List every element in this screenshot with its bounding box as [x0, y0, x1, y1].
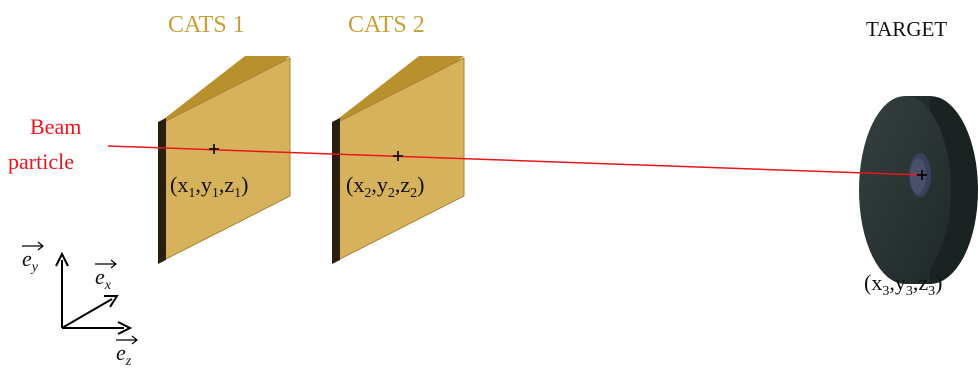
axis-triad	[55, 251, 133, 335]
svg-text:ez: ez	[116, 340, 132, 369]
axis-y-arrowhead	[55, 251, 69, 267]
coord-label-2: (x2,y2,z2)	[346, 172, 424, 201]
target-hole	[910, 158, 926, 194]
cats2-side-edge	[332, 118, 340, 264]
coord-label-3: (x3,y3,z3)	[864, 270, 942, 299]
svg-text:ey: ey	[22, 246, 39, 275]
hit-marker-1	[209, 144, 219, 154]
cats2-top-edge	[334, 56, 464, 122]
axis-label-ey: ey	[22, 241, 44, 275]
cats1-detector	[158, 56, 291, 264]
hit-marker-3	[917, 170, 927, 180]
axis-label-ez: ez	[116, 335, 138, 369]
cats1-title: CATS 1	[168, 12, 245, 38]
cats1-side-edge	[158, 118, 166, 264]
cats2-title: CATS 2	[348, 12, 425, 38]
target-front-face	[859, 96, 951, 284]
target-title: TARGET	[866, 17, 947, 41]
beam-label-line2: particle	[8, 149, 74, 174]
svg-text:ex: ex	[95, 264, 112, 293]
axis-z-arrowhead	[117, 321, 133, 335]
cats2-detector	[332, 56, 465, 264]
hit-marker-2	[393, 151, 403, 161]
beam-trajectory	[107, 145, 922, 176]
axis-x-arrowhead	[104, 295, 119, 308]
coord-label-1: (x1,y1,z1)	[170, 172, 248, 201]
cats1-top-edge	[160, 56, 290, 122]
beam-label-line1: Beam	[30, 114, 81, 139]
target-disk	[859, 96, 978, 284]
axis-label-ex: ex	[95, 259, 117, 293]
axis-x-line	[61, 298, 113, 329]
